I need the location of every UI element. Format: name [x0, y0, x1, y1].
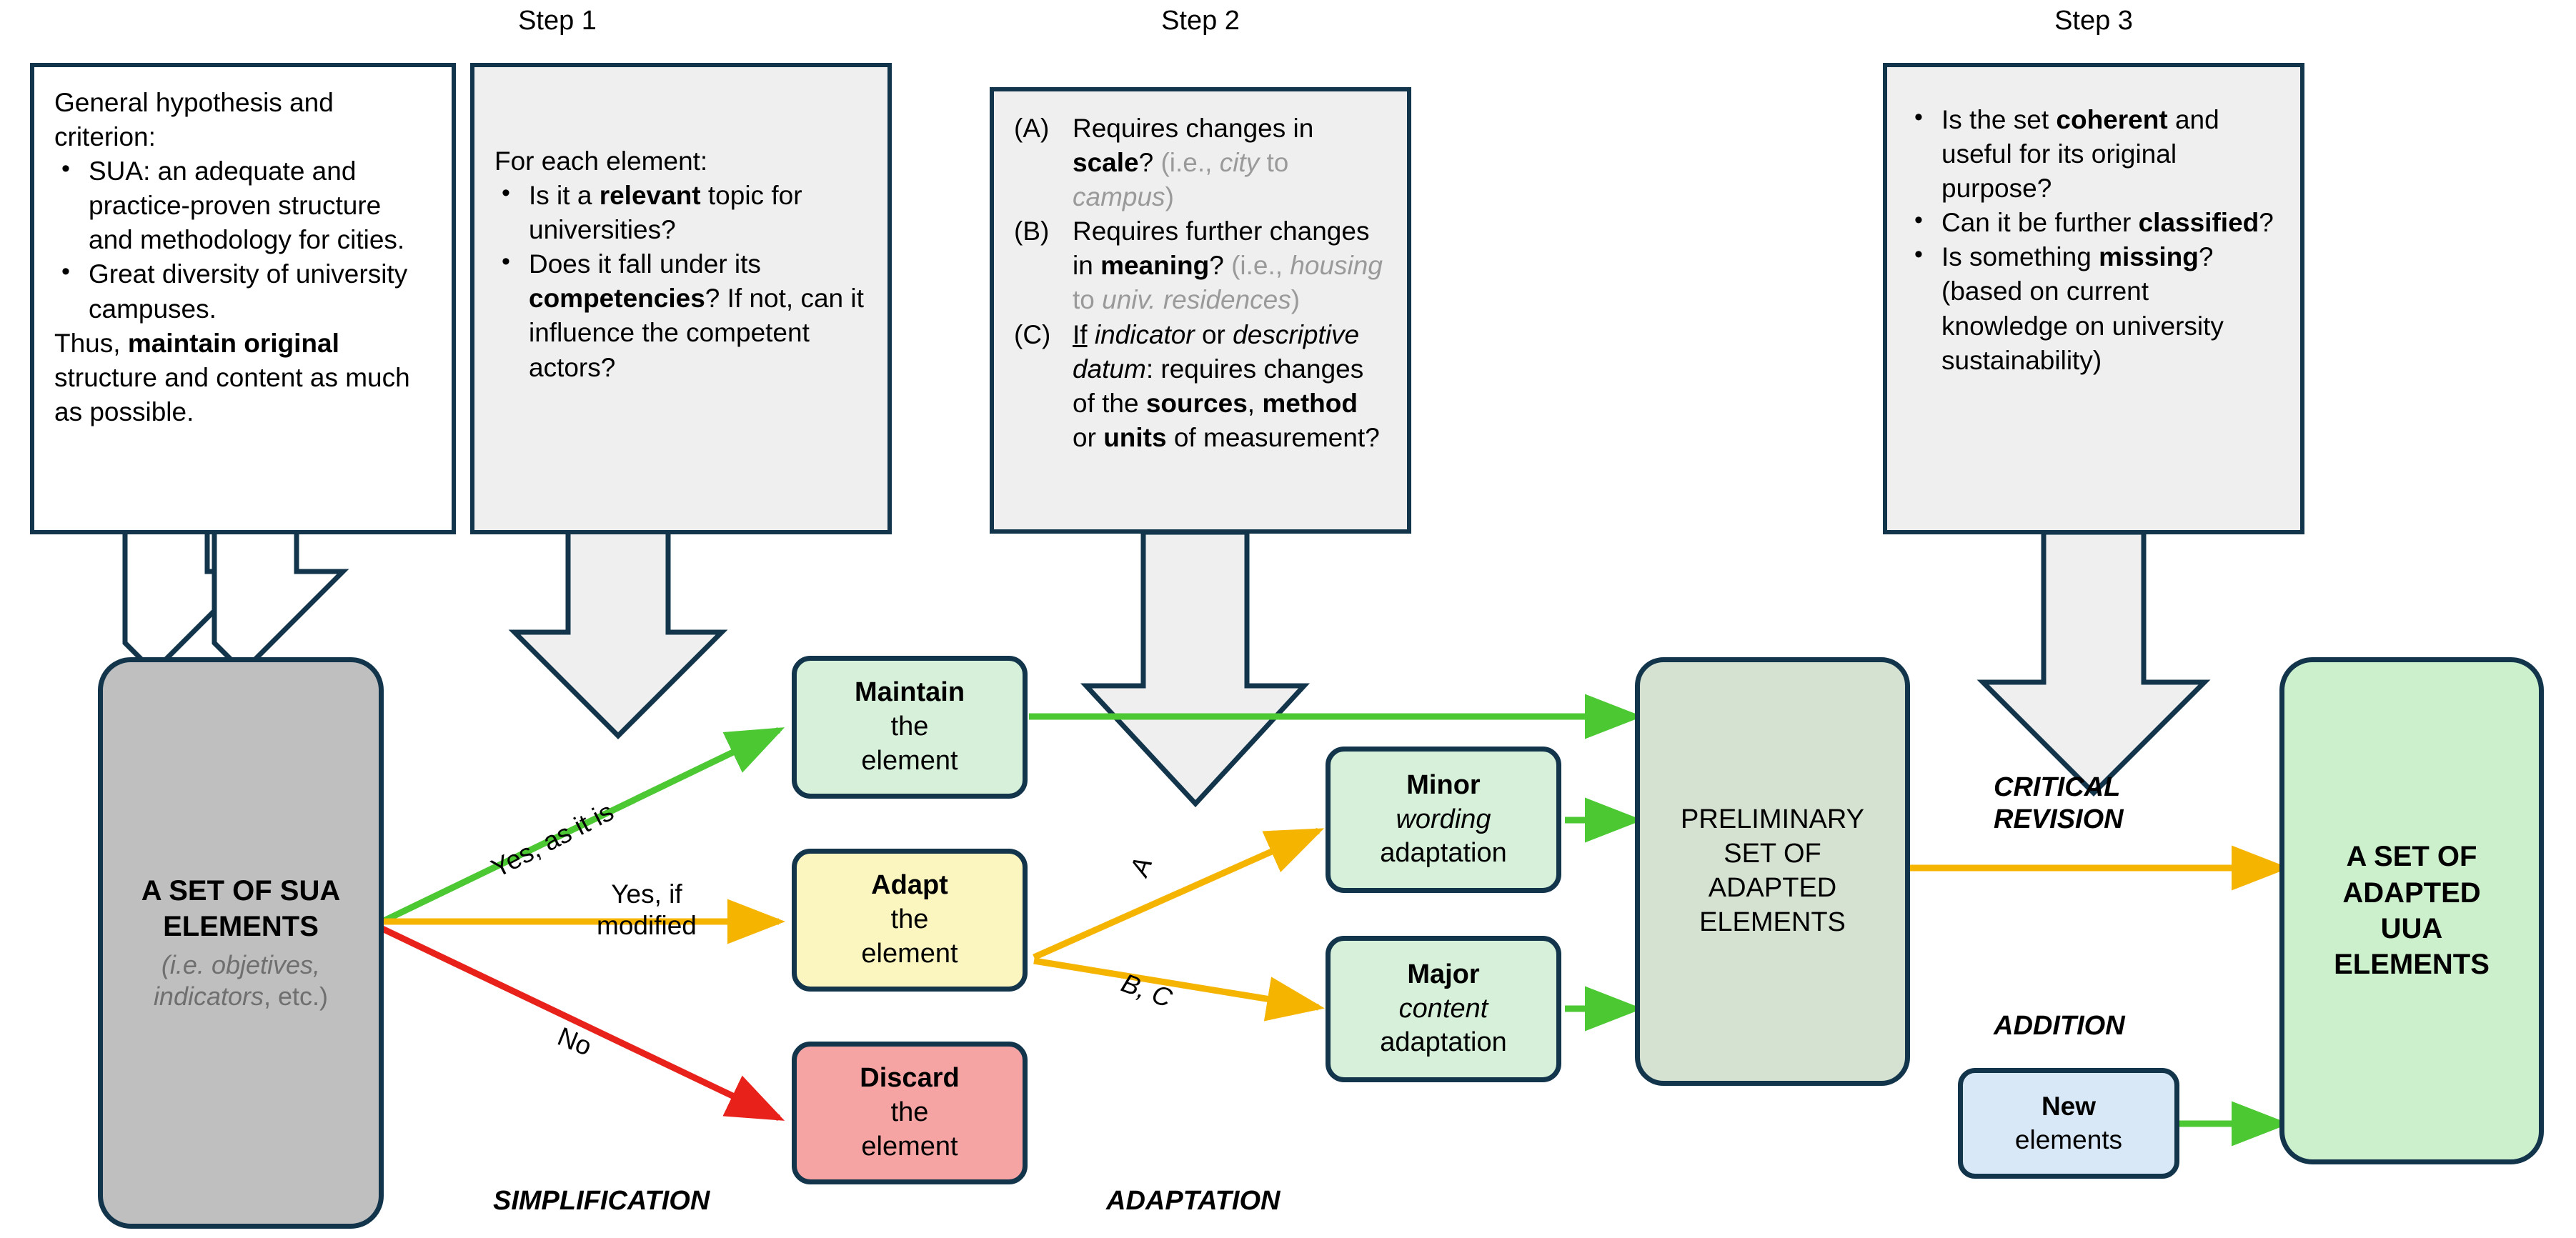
phase-label-addition: ADDITION: [1994, 1011, 2125, 1041]
edge-label-line2: modified: [597, 910, 697, 940]
bullet-pre: Is the set: [1941, 105, 2057, 134]
block-arrow-step1-left: [212, 527, 349, 675]
maintain-bold: Maintain: [854, 677, 965, 708]
edge-label-branch-a: A: [1124, 853, 1158, 880]
bullet-pre: Does it fall under its: [529, 249, 761, 279]
major-bold: Major: [1407, 959, 1480, 989]
block-arrow-step2: [1080, 529, 1310, 808]
step1-box: For each element: Is it a relevant topic…: [470, 63, 892, 534]
bullet-pre: Is something: [1941, 242, 2099, 272]
hypothesis-bullet-list: SUA: an adequate and practice-proven str…: [54, 153, 432, 326]
list-item: (C) If indicator or descriptive datum: r…: [1014, 318, 1387, 455]
list-item: Can it be further classified?: [1907, 204, 2280, 240]
bullet-post: ? If not, can it influence the competent…: [529, 284, 864, 382]
sua-subtitle: (i.e. objetives,indicators, etc.): [153, 949, 329, 1012]
list-item: Is it a relevant topic for universities?: [494, 177, 867, 247]
edge-label-branch-bc: B, C: [1117, 968, 1176, 1014]
adapt-bold: Adapt: [871, 870, 948, 901]
hypothesis-box: General hypothesis and criterion: SUA: a…: [30, 63, 456, 534]
arrow-adapt-to-major: [1033, 957, 1325, 1022]
step3-box: Is the set coherent and useful for its o…: [1883, 63, 2304, 534]
edge-label-yes-if-modified: Yes, if modified: [597, 879, 697, 941]
phase-label-simplification: SIMPLIFICATION: [493, 1186, 710, 1216]
hypothesis-closing: Thus, maintain original structure and co…: [54, 326, 432, 429]
edge-label-yes-as-it-is: Yes, as it is: [486, 797, 619, 884]
new-rest: elements: [2014, 1124, 2123, 1154]
edge-label-no: No: [553, 1022, 596, 1062]
item-text: Requires further changes in meaning? (i.…: [1073, 216, 1383, 315]
item-text: If indicator or descriptive datum: requi…: [1073, 319, 1380, 452]
step1-bullet-list: Is it a relevant topic for universities?…: [494, 177, 867, 385]
item-letter: (C): [1014, 319, 1051, 349]
list-item: Does it fall under its competencies? If …: [494, 246, 867, 384]
item-letter: (A): [1014, 114, 1050, 143]
list-item: Is the set coherent and useful for its o…: [1907, 101, 2280, 206]
closing-prefix: Thus,: [54, 328, 128, 358]
block-arrow-step3: [1976, 529, 2211, 797]
step1-title: Step 1: [518, 6, 597, 36]
block-arrow-step1: [508, 527, 728, 739]
bullet-post: and useful for its original purpose?: [1941, 105, 2219, 204]
block-arrow-hypothesis: [122, 527, 260, 675]
bullet-post: ? (based on current knowledge on univers…: [1941, 242, 2224, 375]
closing-bold: maintain original: [127, 328, 339, 358]
hypothesis-heading: General hypothesis and criterion:: [54, 88, 334, 152]
arrow-adapt-to-minor: [1033, 827, 1325, 961]
step2-title: Step 2: [1161, 6, 1240, 36]
minor-rest: adaptation: [1380, 838, 1507, 869]
major-rest: adaptation: [1380, 1027, 1507, 1058]
minor-bold: Minor: [1406, 769, 1481, 800]
list-item: SUA: an adequate and practice-proven str…: [54, 153, 432, 257]
node-major-adaptation[interactable]: Major content adaptation: [1326, 936, 1561, 1082]
step2-item-list: (A) Requires changes in scale? (i.e., ci…: [1014, 111, 1387, 455]
bullet-bold: classified: [2138, 208, 2259, 238]
bullet-post: ?: [2259, 208, 2274, 238]
sua-title: A SET OF SUA ELEMENTS: [141, 874, 341, 943]
edge-label-line1: Yes, if: [611, 879, 682, 909]
step1-heading: For each element:: [494, 146, 708, 176]
phase-label-adaptation: ADAPTATION: [1106, 1186, 1280, 1216]
discard-bold: Discard: [860, 1063, 960, 1094]
bullet-post: topic for universities?: [529, 181, 802, 245]
phase-label-critical-revision: CRITICAL REVISION: [1994, 772, 2124, 836]
step2-box: (A) Requires changes in scale? (i.e., ci…: [990, 87, 1411, 534]
step3-bullet-list: Is the set coherent and useful for its o…: [1907, 101, 2280, 378]
critical-revision-line1: CRITICAL: [1994, 772, 2121, 802]
bullet-bold: coherent: [2056, 105, 2168, 134]
arrow-sua-to-discard: [381, 925, 785, 1122]
bullet-pre: Can it be further: [1941, 208, 2139, 238]
critical-revision-line2: REVISION: [1994, 804, 2124, 834]
list-item: Great diversity of university campuses.: [54, 256, 432, 326]
list-item: (A) Requires changes in scale? (i.e., ci…: [1014, 111, 1387, 214]
bullet-pre: Is it a: [529, 181, 600, 211]
list-item: Is something missing? (based on current …: [1907, 239, 2280, 377]
bullet-bold: missing: [2099, 242, 2199, 272]
item-text: Requires changes in scale? (i.e., city t…: [1073, 114, 1314, 212]
node-sua-elements[interactable]: A SET OF SUA ELEMENTS (i.e. objetives,in…: [98, 657, 384, 1229]
node-minor-adaptation[interactable]: Minor wording adaptation: [1326, 747, 1561, 893]
bullet-bold: relevant: [599, 181, 701, 211]
node-new-elements[interactable]: New elements: [1958, 1068, 2179, 1179]
bullet-bold: competencies: [529, 284, 705, 314]
major-italic: content: [1398, 993, 1488, 1024]
new-bold: New: [2041, 1091, 2097, 1121]
item-letter: (B): [1014, 216, 1050, 246]
step3-title: Step 3: [2054, 6, 2133, 36]
closing-suffix: structure and content as much as possibl…: [54, 362, 410, 426]
minor-italic: wording: [1396, 804, 1491, 834]
list-item: (B) Requires further changes in meaning?…: [1014, 214, 1387, 317]
